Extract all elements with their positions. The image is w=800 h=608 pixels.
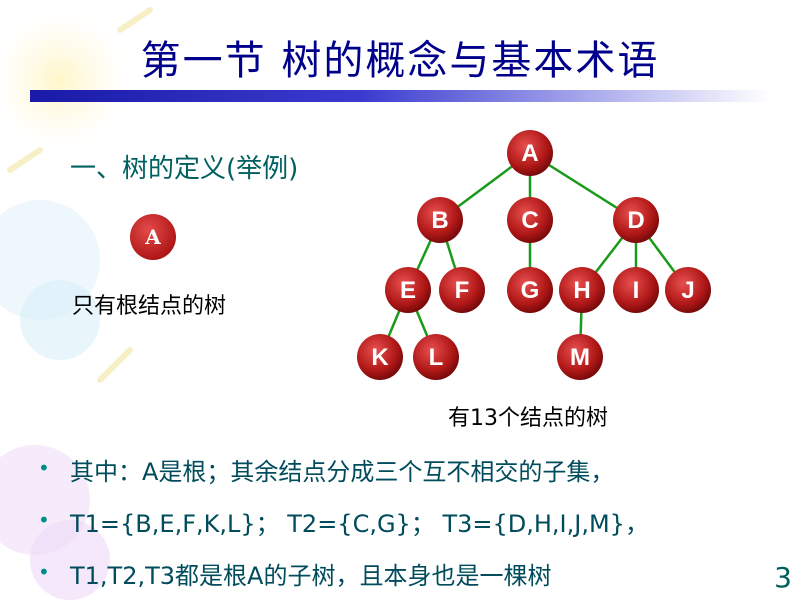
tree-node-circle <box>507 130 553 176</box>
tree-node-circle <box>357 334 403 380</box>
tree-node-circle <box>507 267 553 313</box>
tree-node-e: E <box>385 267 431 313</box>
bullet-text: T1={B,E,F,K,L}； T2={C,G}； T3={D,H,I,J,M}… <box>70 510 649 538</box>
tree-node-label: M <box>570 344 590 371</box>
tree-node-m: M <box>557 334 603 380</box>
tree-node-i: I <box>613 267 659 313</box>
tree-node-label: A <box>521 140 538 167</box>
bullet-text: 其中：A是根；其余结点分成三个互不相交的子集， <box>70 458 615 486</box>
tree-node-label: B <box>431 207 448 234</box>
tree-node-circle <box>417 197 463 243</box>
tree-node-circle <box>559 267 605 313</box>
tree-node-label: I <box>633 277 640 304</box>
tree-node-label: D <box>627 207 644 234</box>
bullet-dot-icon: • <box>38 560 50 584</box>
bullet-text: T1,T2,T3都是根A的子树，且本身也是一棵树 <box>70 562 552 590</box>
slide-title: 第一节 树的概念与基本术语 <box>140 38 660 84</box>
tree-caption: 有13个结点的树 <box>448 406 608 431</box>
single-node-caption: 只有根结点的树 <box>72 294 227 319</box>
tree-node-circle <box>665 267 711 313</box>
tree-node-c: C <box>507 197 553 243</box>
tree-node-a: A <box>507 130 553 176</box>
tree-node-circle <box>557 334 603 380</box>
tree-node-d: D <box>613 197 659 243</box>
tree-node-label: J <box>681 277 694 304</box>
tree-node-circle <box>439 267 485 313</box>
tree-node-label: G <box>521 277 540 304</box>
section-subtitle: 一、树的定义(举例) <box>70 154 299 184</box>
tree-node-circle <box>613 267 659 313</box>
title-underline-bar <box>30 90 770 102</box>
tree-node-label: C <box>521 207 538 234</box>
tree-node-circle <box>385 267 431 313</box>
bullet-dot-icon: • <box>38 456 50 480</box>
tree-node-l: L <box>413 334 459 380</box>
tree-node-b: B <box>417 197 463 243</box>
tree-node-label: F <box>455 277 470 304</box>
tree-node-label: L <box>429 344 444 371</box>
tree-node-h: H <box>559 267 605 313</box>
tree-node-label: K <box>371 344 389 371</box>
single-root-node: A <box>130 214 176 260</box>
page-number: 3 <box>774 561 792 594</box>
tree-node-f: F <box>439 267 485 313</box>
bullet-dot-icon: • <box>38 508 50 532</box>
tree-node-circle <box>507 197 553 243</box>
tree-node-circle <box>613 197 659 243</box>
tree-node-circle <box>413 334 459 380</box>
tree-node-label: H <box>573 277 590 304</box>
tree-node-k: K <box>357 334 403 380</box>
tree-node-g: G <box>507 267 553 313</box>
tree-node-j: J <box>665 267 711 313</box>
tree-node-label: E <box>400 277 416 304</box>
